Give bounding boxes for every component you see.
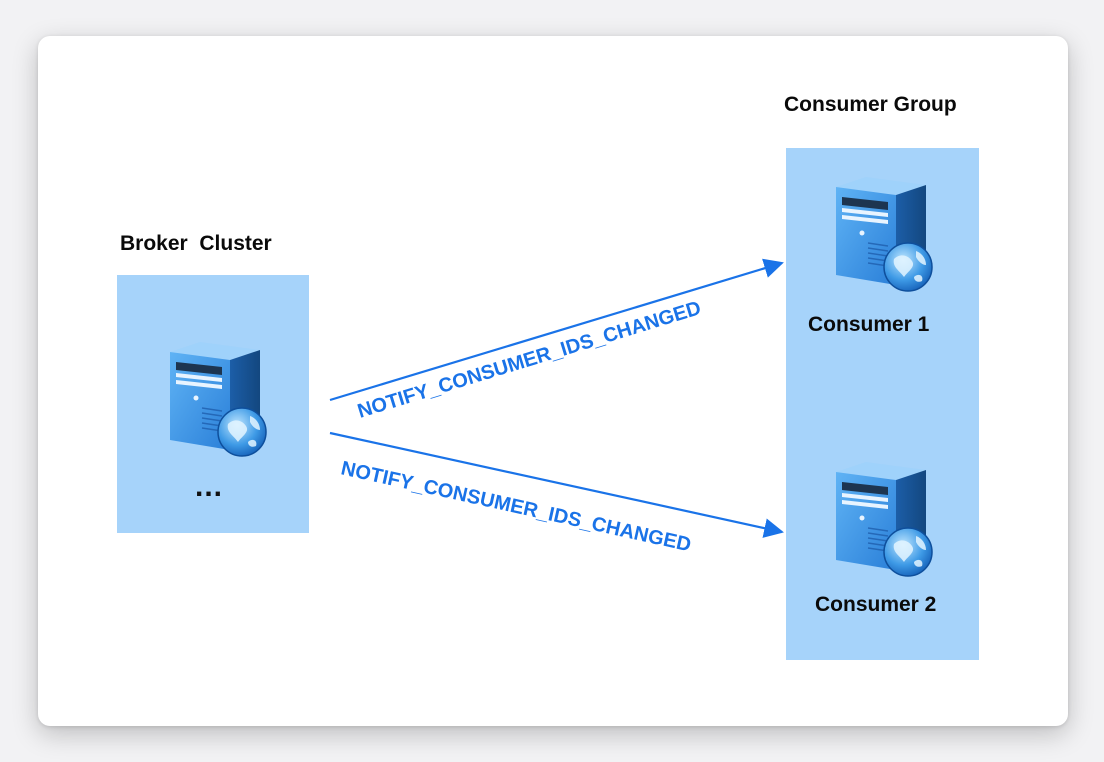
consumer-1-label: Consumer 1 bbox=[808, 313, 930, 336]
arrow-to-consumer-2 bbox=[329, 431, 784, 538]
consumer-group-title: Consumer Group bbox=[784, 93, 957, 116]
arrow-1-label: NOTIFY_CONSUMER_IDS_CHANGED bbox=[355, 297, 704, 423]
consumer-2-label: Consumer 2 bbox=[815, 593, 937, 616]
broker-more-ellipsis: ... bbox=[195, 470, 224, 503]
arrow-to-consumer-1 bbox=[329, 258, 784, 402]
arrow-2-label: NOTIFY_CONSUMER_IDS_CHANGED bbox=[339, 457, 693, 556]
broker-cluster-title: Broker Cluster bbox=[120, 232, 272, 255]
